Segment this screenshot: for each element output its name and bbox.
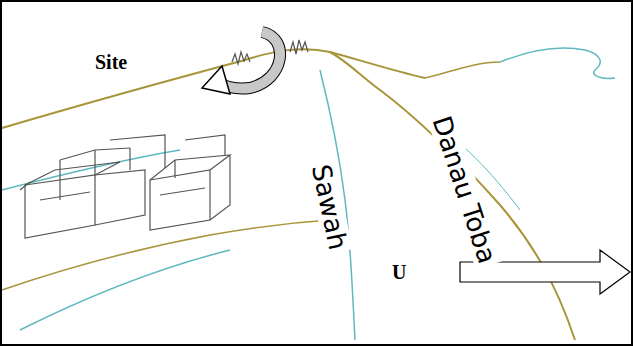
north-label: U (392, 262, 406, 282)
road-line (2, 220, 330, 290)
water-line (20, 250, 230, 330)
lake-label: Danau Toba (427, 110, 503, 270)
water-line (500, 48, 615, 78)
building-sketch (20, 135, 230, 238)
site-trees (232, 40, 308, 64)
road-line (330, 52, 575, 340)
site-label: Site (95, 52, 127, 72)
curved-arrow-head (202, 66, 230, 94)
road-line (2, 49, 425, 128)
road-line (425, 62, 500, 78)
